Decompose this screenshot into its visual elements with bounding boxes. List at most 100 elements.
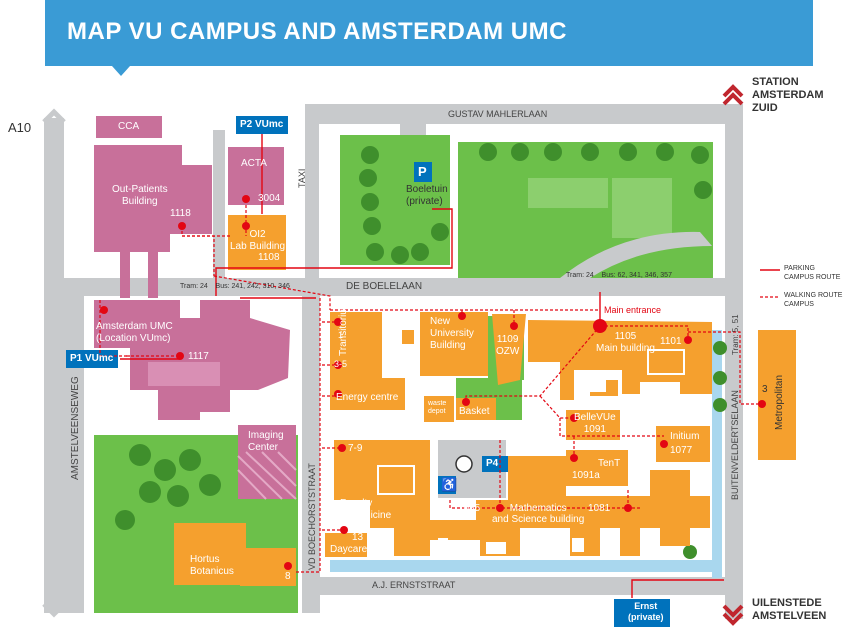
label-math-science: Mathematics and Science building — [492, 503, 584, 525]
building-amsterdam-umc — [94, 300, 290, 420]
label-metropolitan: Metropolitan — [774, 375, 785, 430]
courtyard — [572, 538, 584, 552]
label-3004: 3004 — [258, 193, 281, 204]
tree — [581, 143, 599, 161]
label-1081: 1081 — [588, 503, 611, 514]
label-ozw: 1109 OZW — [496, 334, 519, 358]
outpatients-line: Out-Patients — [112, 184, 168, 195]
uilenstede-label: UILENSTEDE AMSTELVEEN — [752, 597, 826, 623]
building-details — [377, 349, 685, 554]
initium-line: 1077 — [670, 445, 693, 456]
route-dots — [100, 195, 766, 570]
label-1101: 1101 — [660, 336, 682, 347]
tree — [179, 449, 201, 471]
route-dot-icon — [334, 318, 342, 326]
waste-line: waste — [428, 400, 447, 407]
tree — [129, 444, 151, 466]
tree — [139, 481, 161, 503]
main-line: Main building — [596, 343, 655, 354]
legend-line: WALKING ROUTE — [784, 292, 843, 299]
road-vd-boechorststraat — [302, 296, 320, 613]
building-hortus — [174, 523, 246, 585]
imaging-line: Imaging — [248, 430, 284, 441]
parking-ernst-label: Ernst (private) — [628, 601, 664, 623]
label-amsterdam-umc: Amsterdam UMC (Location VUmc) — [96, 321, 173, 345]
road-north-spine — [305, 104, 319, 278]
legend-parking: PARKING CAMPUS ROUTE — [784, 264, 840, 282]
park-north-east — [458, 142, 713, 278]
road-umc-spine — [213, 130, 225, 278]
courtyard — [438, 538, 448, 552]
label-tram5: Tram: 5, 51 — [731, 314, 740, 355]
road-amstelveenseweg — [64, 296, 84, 613]
building-daycare — [325, 533, 367, 557]
building-main — [528, 320, 712, 400]
label-acta: ACTA — [241, 158, 267, 169]
hortus-line: Hortus — [190, 554, 220, 565]
initium-line: Initium — [670, 431, 700, 442]
label-main-entrance: Main entrance — [604, 305, 662, 315]
nub-line: New — [430, 316, 451, 327]
route-dot-icon — [660, 440, 668, 448]
street-boechorststraat: VD BOECHORSTSTRAAT — [307, 463, 317, 570]
label-1: 1 — [338, 330, 344, 340]
tree — [154, 459, 176, 481]
station-line: AMSTERDAM — [752, 89, 824, 101]
tree — [115, 510, 135, 530]
tree — [361, 193, 379, 211]
route-dot-icon — [242, 222, 250, 230]
route-dot-icon — [284, 562, 292, 570]
transit-east: Tram: 24 Bus: 62, 341, 346, 357 — [566, 272, 672, 279]
vu-buildings — [174, 215, 796, 586]
courtyard — [377, 465, 415, 495]
tree — [694, 181, 712, 199]
label-oi2: OI2 Lab Building — [230, 229, 285, 253]
label-tent: TenT 1091a — [572, 458, 620, 482]
parking-ernst-sign — [614, 599, 670, 627]
courtyard — [486, 542, 506, 554]
tree — [411, 243, 429, 261]
label-1085: 1085 — [458, 503, 481, 514]
tree — [713, 398, 727, 412]
ozw-line: OZW — [496, 346, 520, 357]
building-waste-depot — [424, 396, 454, 422]
chevron-down-icon — [42, 602, 66, 618]
label-bellevue: BelleVUe 1091 — [574, 412, 616, 436]
building-new-university — [420, 312, 488, 376]
park-north-west — [340, 135, 450, 265]
label-7-9: 7-9 — [348, 443, 363, 454]
road-gustav-mahlerlaan — [305, 104, 741, 124]
route-dot-icon — [338, 444, 346, 452]
parking-p1-sign — [66, 350, 118, 368]
chevrons — [42, 84, 744, 626]
parking-p2-sign — [236, 116, 288, 134]
building-transitorium — [330, 312, 405, 410]
chevron-up-icon — [722, 84, 744, 98]
legend-line: PARKING — [784, 265, 815, 272]
waste-line: depot — [428, 408, 446, 415]
street-aj-ernststraat: A.J. ERNSTSTRAAT — [372, 580, 456, 590]
street-gustav-mahlerlaan: GUSTAV MAHLERLAAN — [448, 109, 548, 119]
daycare-line: Daycare — [330, 544, 368, 555]
station-line: STATION — [752, 76, 799, 88]
medicine-line: Faculty — [340, 498, 373, 509]
tent-line: 1091a — [572, 470, 600, 481]
nub-line: Building — [430, 340, 466, 351]
route-dot-icon — [496, 504, 504, 512]
tree — [619, 143, 637, 161]
label-1117: 1117 — [188, 351, 209, 362]
tree — [361, 146, 379, 164]
legend-line: CAMPUS — [784, 301, 814, 308]
label-metropolitan-3: 3 — [762, 384, 768, 395]
label-waste-depot: waste depot — [428, 400, 446, 416]
energy-centre-core — [404, 330, 414, 344]
label-daycare: 13 Daycare — [330, 532, 367, 556]
water-canal-east — [712, 330, 722, 578]
route-dot-icon — [340, 526, 348, 534]
label-hortus: Hortus Botanicus — [190, 554, 234, 578]
courtyard — [582, 372, 606, 392]
route-dot-icon — [758, 400, 766, 408]
umc-connector-2 — [120, 252, 130, 298]
tree — [656, 143, 674, 161]
